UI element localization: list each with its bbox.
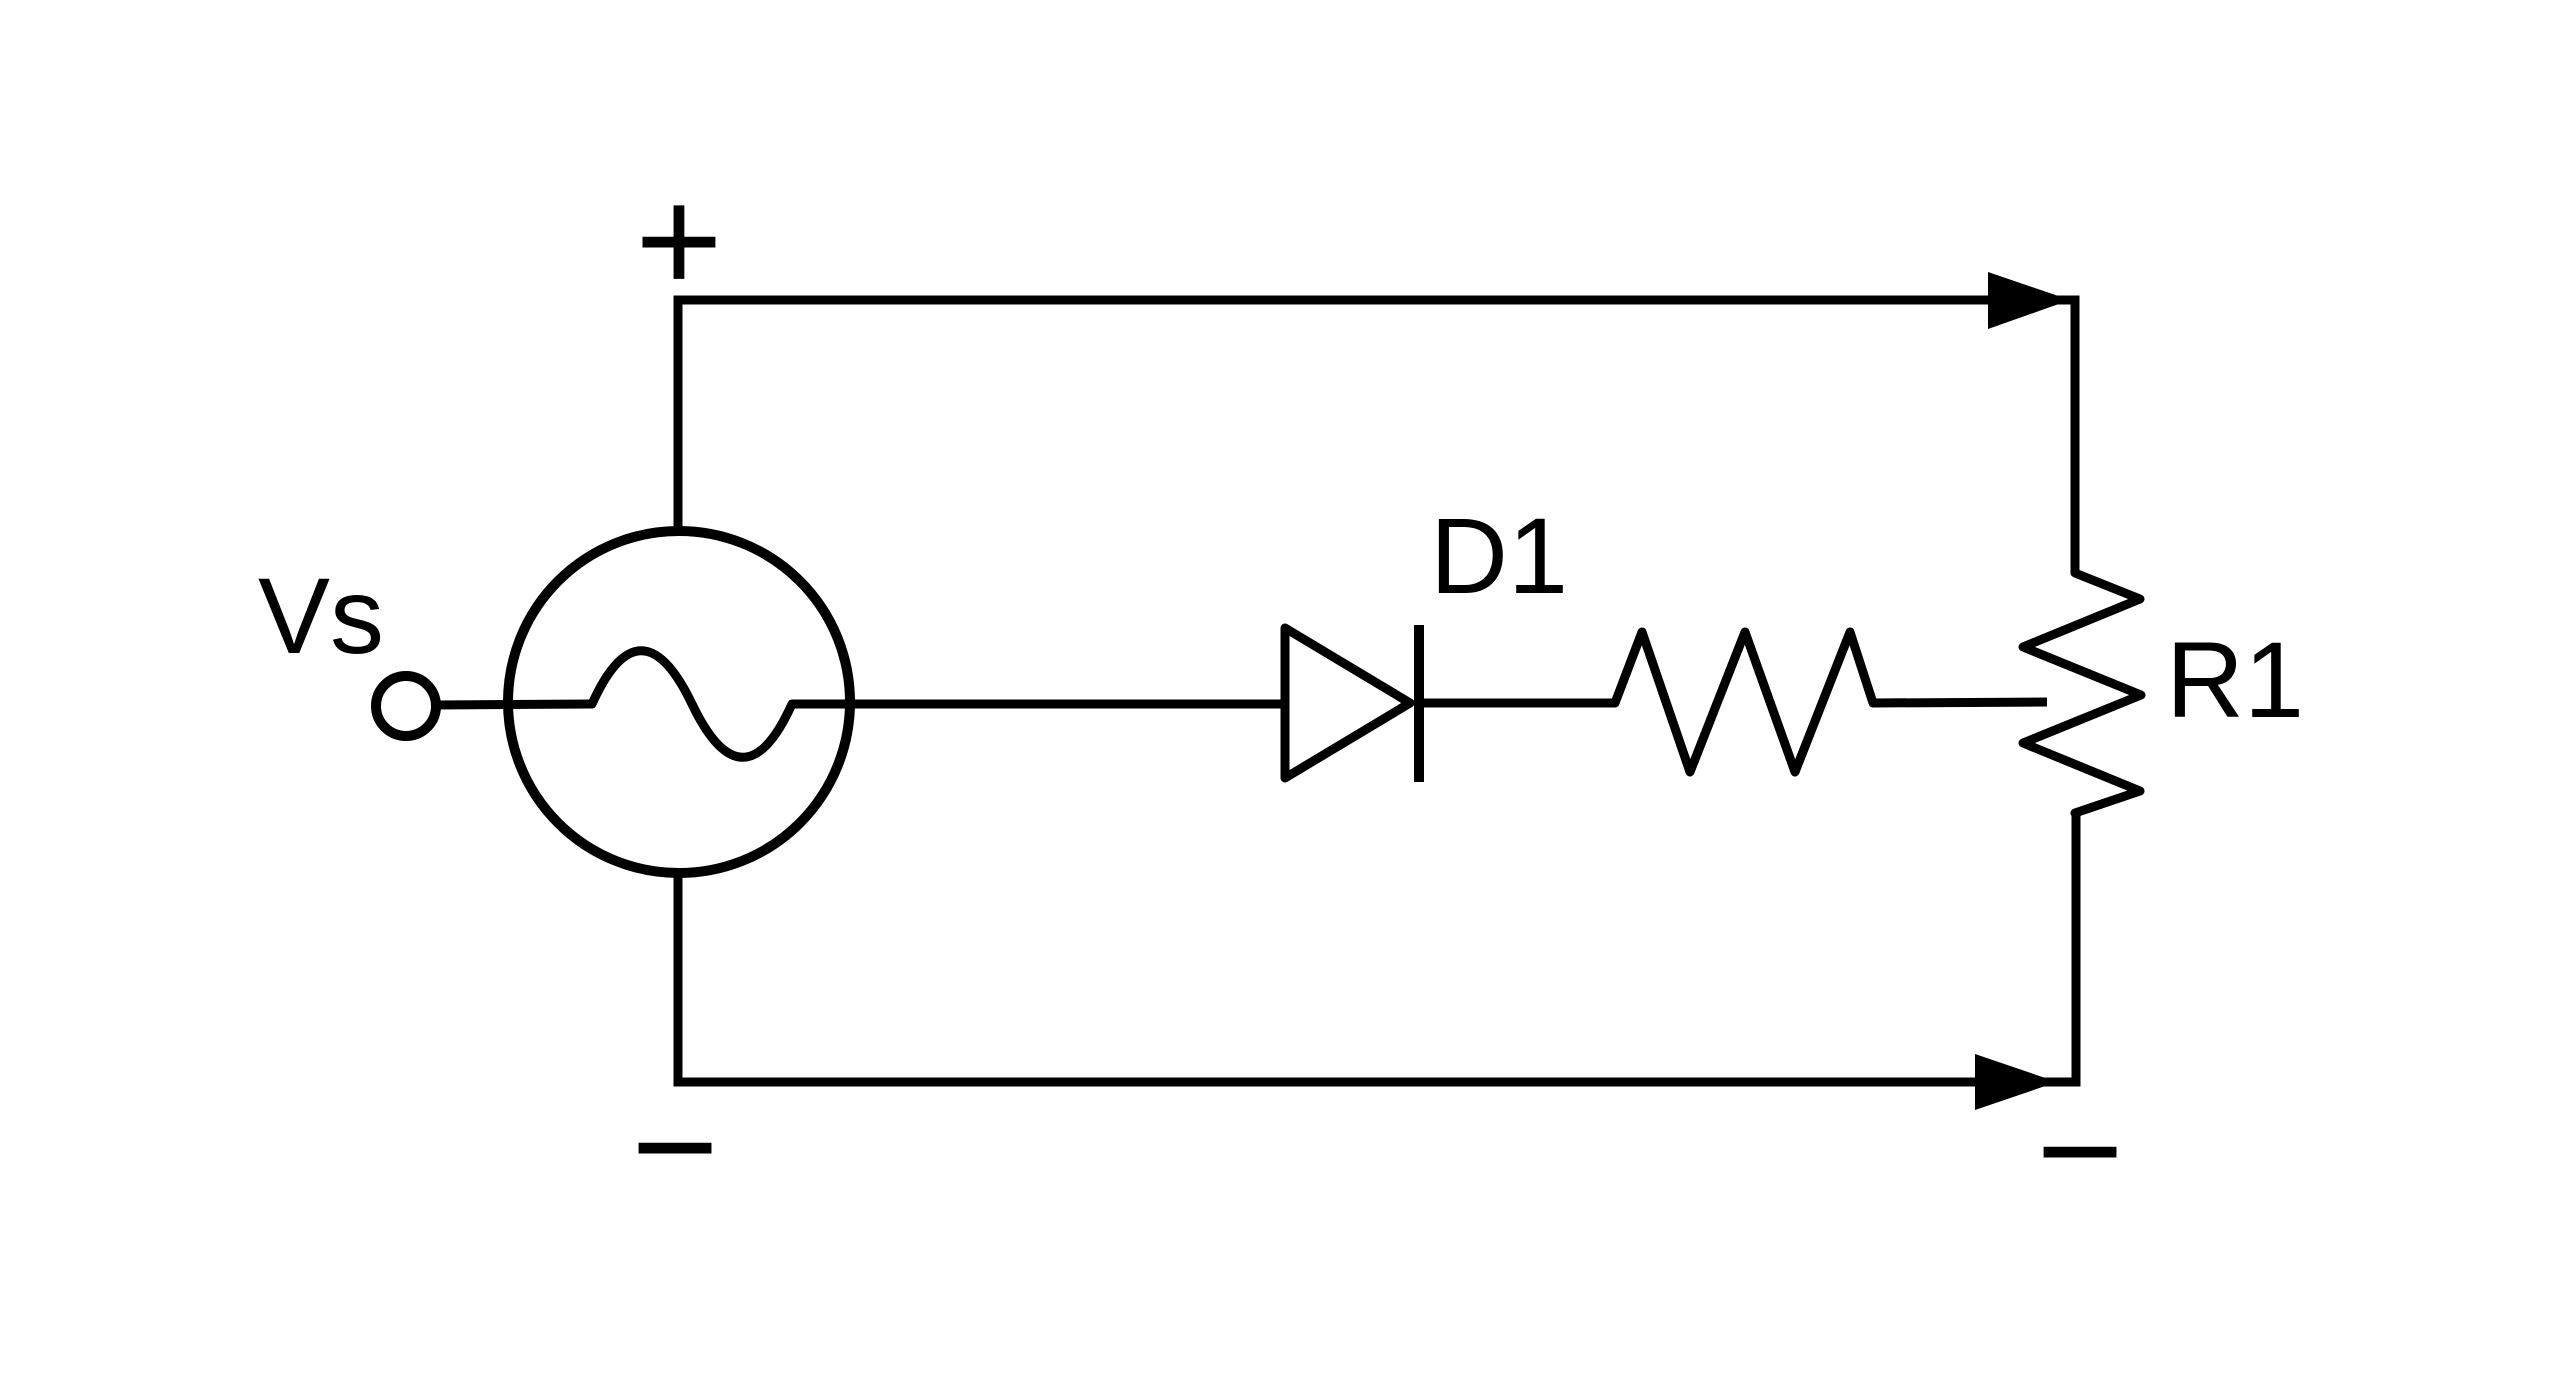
load-resistor-symbol [2018,568,2146,818]
current-arrow-bottom-icon [1975,1054,2057,1110]
series-resistor-symbol [1610,627,2048,777]
top-rail-path [673,295,2080,573]
source-positive-label: + [635,156,723,324]
ac-voltage-source-symbol [371,526,1285,878]
load-resistor-zigzag-icon [2018,568,2146,818]
bottom-rail-path [673,813,2081,1087]
sine-wave-icon [587,646,797,762]
diode-triangle-icon [1280,623,1415,783]
resistor-to-load-wire [1872,697,2048,708]
bottom-rail-wire [673,813,2081,1110]
load-resistor-label: R1 [2166,619,2304,740]
load-negative-label: − [2036,1066,2124,1234]
diode-label: D1 [1430,495,1568,616]
series-resistor-zigzag-icon [1610,627,1878,777]
current-arrow-top-icon [1988,272,2070,329]
top-rail-wire [673,272,2080,573]
diode-symbol [1280,623,1615,783]
source-lead-wire [436,699,593,710]
source-negative-label: − [631,1062,719,1230]
source-label: Vs [258,555,384,676]
source-terminal-icon [371,671,441,741]
